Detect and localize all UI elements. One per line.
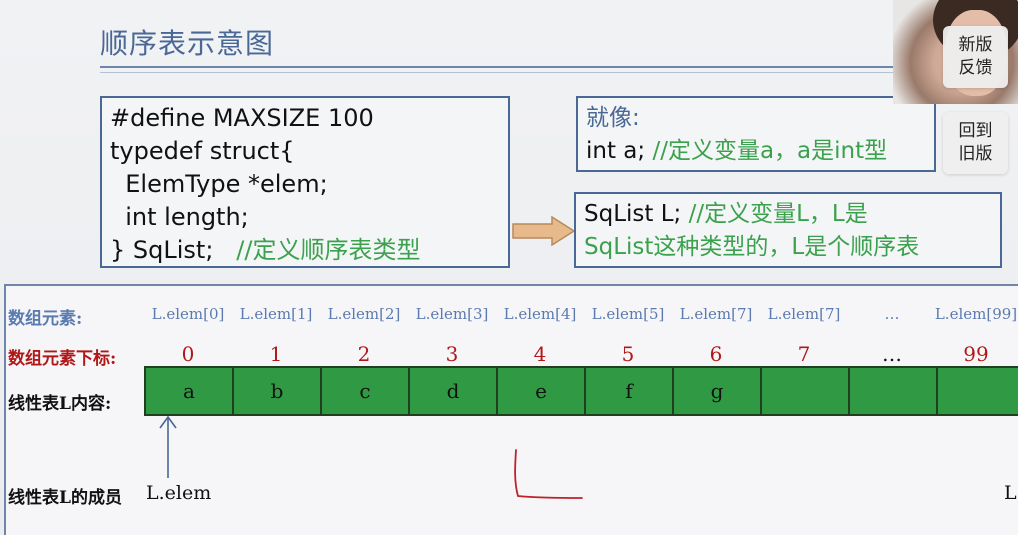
sqlist-comment-2: SqList这种类型的，L是个顺序表 <box>584 234 920 260</box>
up-arrow-icon <box>159 415 177 478</box>
member-length-partial: L <box>1004 482 1017 504</box>
element-name-4: L.elem[4] <box>503 305 577 323</box>
feedback-line-2: 反馈 <box>958 58 993 78</box>
element-name-6: L.elem[7] <box>679 305 753 323</box>
code-line-4: int length; <box>110 203 249 231</box>
array-cell: g <box>674 368 762 414</box>
sqlist-line-1: SqList L; //定义变量L，L是 <box>584 198 992 231</box>
member-elem: L.elem <box>146 482 212 504</box>
index-99: 99 <box>963 342 989 366</box>
code-line-5-code: } SqList; <box>110 236 214 264</box>
array-cell <box>938 368 1018 414</box>
new-version-feedback-button[interactable]: 新版 反馈 <box>943 26 1008 88</box>
element-name-7: L.elem[7] <box>767 305 841 323</box>
sqlist-comment-1: //定义变量L，L是 <box>688 201 868 227</box>
handwritten-stroke <box>514 449 583 499</box>
title-rule-thin <box>100 72 900 73</box>
index-0: 0 <box>181 342 195 366</box>
array-cell: b <box>234 368 322 414</box>
index-3: 3 <box>445 342 459 366</box>
slide-title: 顺序表示意图 <box>100 27 275 60</box>
row-label-contents: 线性表L内容: <box>8 394 112 414</box>
title-rule <box>100 66 900 68</box>
sqlist-declaration-box: SqList L; //定义变量L，L是 SqList这种类型的，L是个顺序表 <box>574 192 1002 268</box>
row-label-members: 线性表L的成员 <box>8 488 122 508</box>
array-cell: d <box>410 368 498 414</box>
index-7: 7 <box>797 342 811 366</box>
analogy-line: int a; //定义变量a，a是int型 <box>586 135 926 168</box>
struct-definition-box: #define MAXSIZE 100 typedef struct{ Elem… <box>100 96 510 268</box>
back-line-1: 回到 <box>958 121 993 141</box>
element-name-1: L.elem[1] <box>239 305 313 323</box>
index-6: 6 <box>709 342 723 366</box>
code-line-1: #define MAXSIZE 100 <box>110 104 374 132</box>
array-cell: c <box>322 368 410 414</box>
code-line-5-comment: //定义顺序表类型 <box>236 236 421 264</box>
sqlist-code: SqList L; <box>584 201 682 227</box>
element-name-ellipsis: … <box>884 305 900 323</box>
back-line-2: 旧版 <box>958 144 993 164</box>
element-name-5: L.elem[5] <box>591 305 665 323</box>
index-2: 2 <box>357 342 371 366</box>
code-line-3: ElemType *elem; <box>110 170 328 198</box>
array-cell: f <box>586 368 674 414</box>
array-cell: a <box>146 368 234 414</box>
feedback-line-1: 新版 <box>958 35 993 55</box>
array-cell <box>850 368 938 414</box>
element-name-3: L.elem[3] <box>415 305 489 323</box>
index-ellipsis: … <box>882 342 902 366</box>
index-5: 5 <box>621 342 635 366</box>
array-cells: a b c d e f g <box>144 366 1018 416</box>
index-4: 4 <box>533 342 547 366</box>
row-label-elements: 数组元素: <box>8 309 83 329</box>
element-name-2: L.elem[2] <box>327 305 401 323</box>
element-name-0: L.elem[0] <box>151 305 225 323</box>
analogy-code: int a; <box>586 138 646 164</box>
row-label-indices: 数组元素下标: <box>8 349 117 369</box>
array-cell: e <box>498 368 586 414</box>
analogy-box: 就像: int a; //定义变量a，a是int型 <box>576 96 936 172</box>
code-line-2: typedef struct{ <box>110 137 295 165</box>
code-line-5: } SqList; //定义顺序表类型 <box>110 234 500 267</box>
analogy-comment: //定义变量a，a是int型 <box>652 138 888 164</box>
index-1: 1 <box>269 342 283 366</box>
array-cell <box>762 368 850 414</box>
back-to-old-version-button[interactable]: 回到 旧版 <box>943 112 1008 174</box>
right-arrow-icon <box>512 216 576 246</box>
analogy-label: 就像: <box>586 105 640 131</box>
element-name-99: L.elem[99] <box>934 305 1018 323</box>
